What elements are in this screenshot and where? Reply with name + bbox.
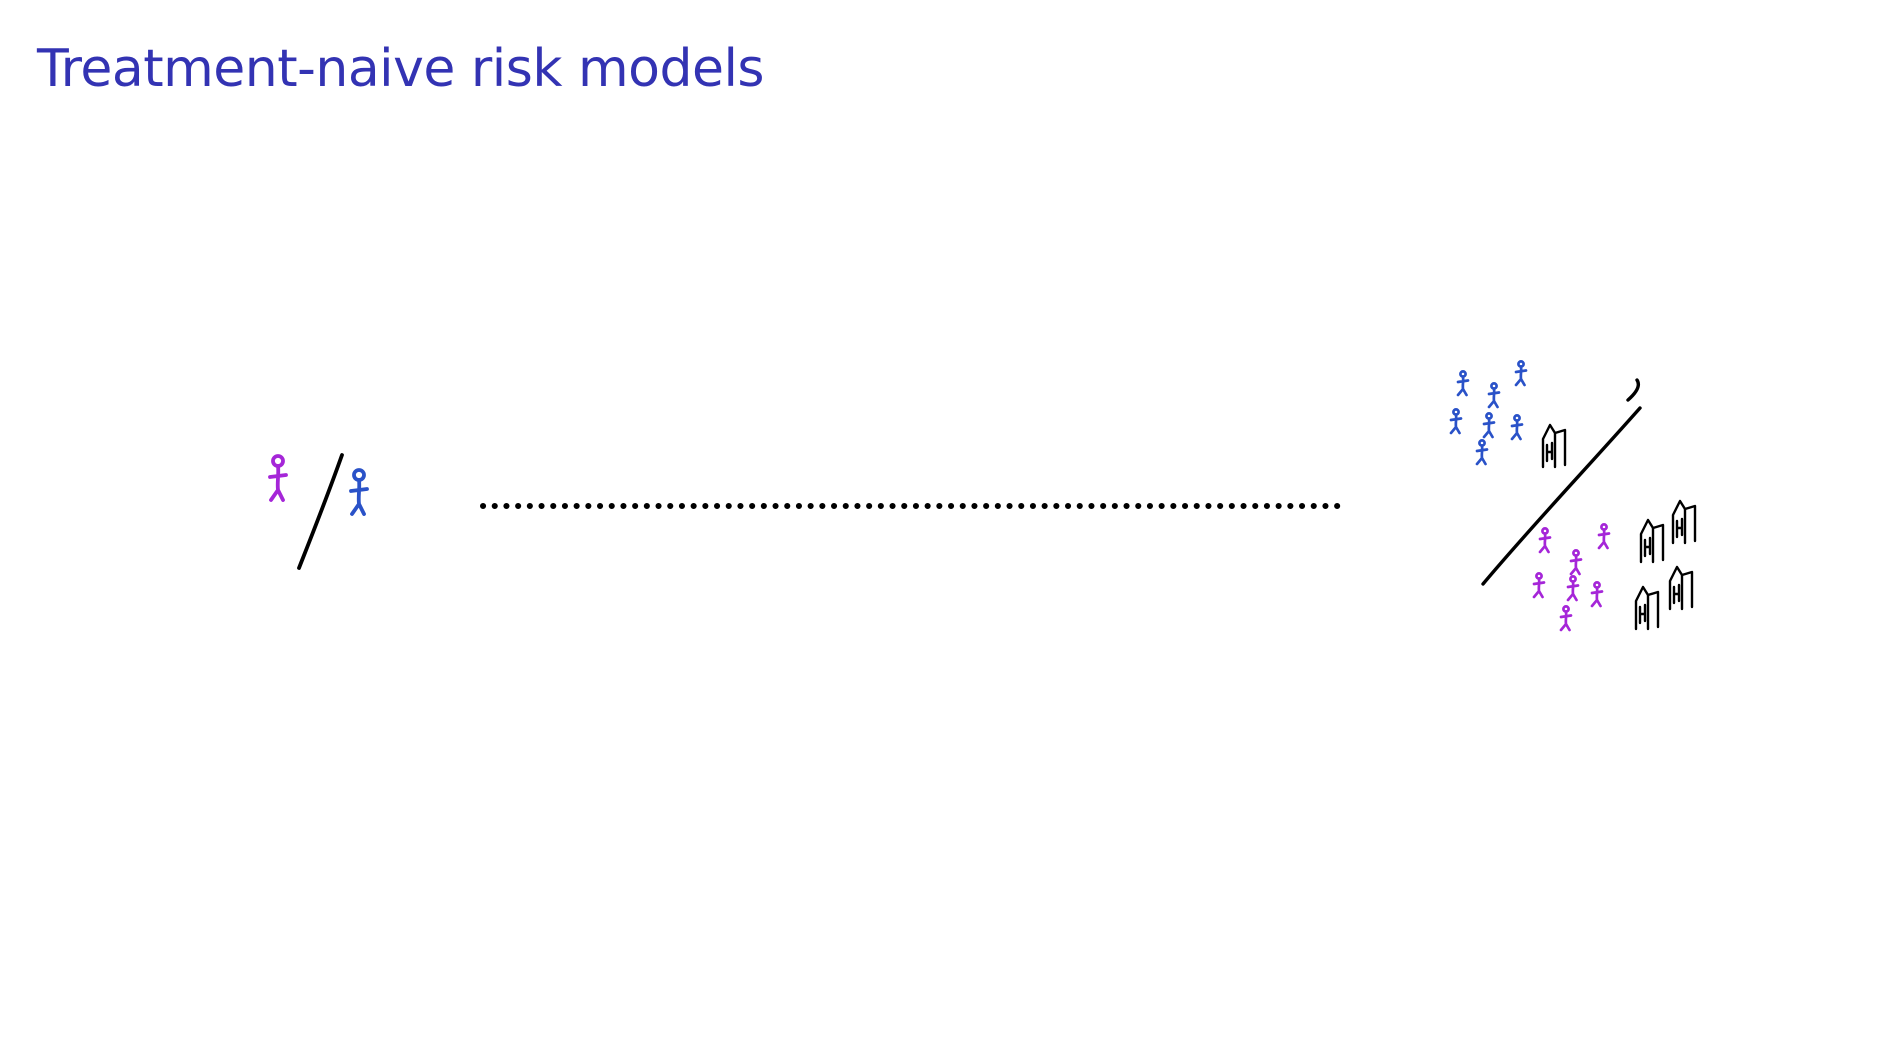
person-icon [1597,523,1611,550]
person-icon [1482,412,1496,439]
split-line [297,453,344,570]
person-icon [1449,408,1463,435]
person-icon [1590,581,1604,608]
person-icon [1456,370,1470,397]
hospital-icon [1639,518,1665,564]
person-icon [1569,549,1583,576]
person-group-purple [1532,523,1611,632]
person-icon-blue [349,468,369,516]
hospital-icon [1668,565,1694,611]
person-icon [1559,605,1573,632]
person-group-blue [1449,360,1528,466]
person-icon [1538,527,1552,554]
person-icon [1566,575,1580,602]
hospital-cluster [1634,499,1697,631]
person-icon [1510,414,1524,441]
slide-title: Treatment-naive risk models [37,39,765,99]
person-icon-purple [268,454,288,502]
hospital-icon [1671,499,1697,545]
person-icon [1475,439,1489,466]
divider-line [1481,378,1642,586]
hospital-icon [1541,423,1567,469]
hospital-icon [1634,585,1660,631]
person-icon [1514,360,1528,387]
person-icon [1532,572,1546,599]
population-group [1449,360,1697,632]
single-pair-group [268,453,369,570]
person-icon [1487,382,1501,409]
